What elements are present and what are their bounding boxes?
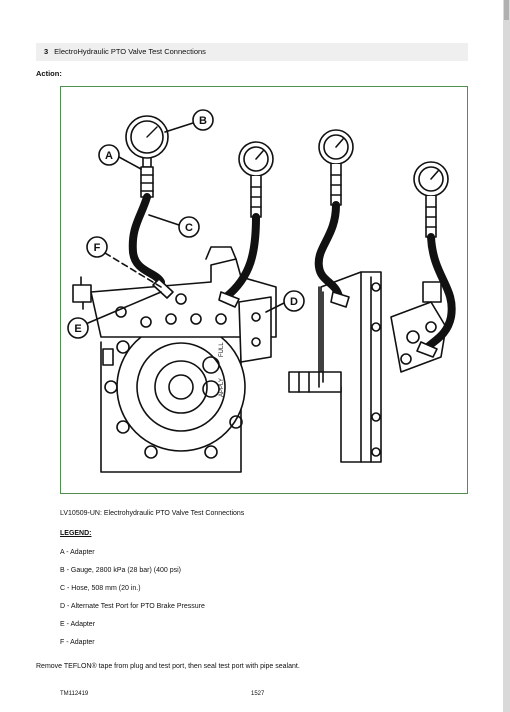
svg-text:A: A: [105, 150, 113, 162]
svg-text:B: B: [199, 115, 207, 127]
gauge-4-assembly: [413, 161, 456, 358]
legend-item: D - Alternate Test Port for PTO Brake Pr…: [60, 603, 205, 610]
document-id: TM112419: [60, 691, 89, 697]
left-valve-assembly: FULL APPLY: [72, 246, 277, 473]
figure-caption: LV10509-UN: Electrohydraulic PTO Valve T…: [60, 510, 245, 517]
section-number: 3: [44, 47, 49, 56]
legend-item: C - Hose, 508 mm (20 in.): [60, 585, 141, 592]
svg-text:C: C: [185, 222, 193, 234]
legend-title: LEGEND:: [60, 530, 92, 537]
apply-mark: APPLY: [219, 378, 225, 397]
right-valve-assembly: [288, 271, 447, 463]
legend-item: E - Adapter: [60, 621, 96, 628]
full-mark: FULL: [219, 342, 225, 357]
section-header: 3 ElectroHydraulic PTO Valve Test Connect…: [36, 43, 468, 61]
instruction-note: Remove TEFLON® tape from plug and test p…: [36, 663, 300, 670]
page-number: 1527: [251, 691, 265, 697]
gauge-b-assembly: [125, 115, 174, 299]
svg-text:E: E: [74, 323, 81, 335]
gauge-2-assembly: [218, 141, 274, 308]
action-label: Action:: [36, 69, 62, 78]
legend-item: B - Gauge, 2800 kPa (28 bar) (400 psi): [60, 567, 182, 574]
valve-test-connections-figure: FULL APPLY: [60, 86, 468, 494]
vertical-scrollbar[interactable]: [503, 0, 510, 712]
callout-d: D: [265, 290, 305, 313]
svg-text:D: D: [290, 296, 298, 308]
legend-item: F - Adapter: [60, 639, 95, 646]
svg-text:F: F: [94, 242, 101, 254]
gauge-3-assembly: [314, 129, 354, 308]
callout-f: F: [86, 236, 162, 288]
callout-e: E: [67, 291, 162, 339]
callout-b: B: [164, 109, 214, 133]
scrollbar-thumb[interactable]: [504, 0, 509, 20]
callout-c: C: [148, 214, 200, 238]
section-title: ElectroHydraulic PTO Valve Test Connecti…: [54, 47, 206, 56]
callout-a: A: [98, 144, 142, 170]
technical-illustration: FULL APPLY: [67, 109, 456, 473]
legend-item: A - Adapter: [60, 549, 95, 556]
legend-list: A - Adapter B - Gauge, 2800 kPa (28 bar)…: [60, 548, 205, 656]
